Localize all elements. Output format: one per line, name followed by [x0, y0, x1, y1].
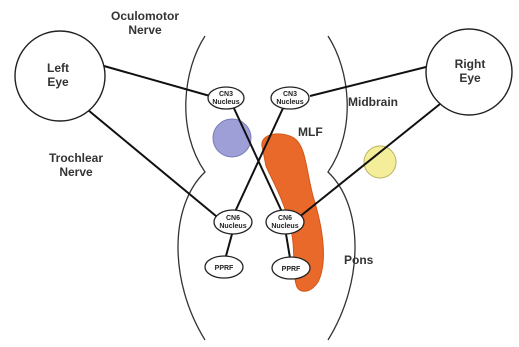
cn3-left-label-line1: CN3: [219, 91, 233, 98]
line-cn3-right-to-cn6-left: [233, 105, 285, 215]
brainstem-outline-right: [327, 35, 356, 341]
left-eye-label-line1: Left: [47, 61, 69, 75]
cn6-left-label-line2: Nucleus: [219, 223, 246, 230]
cn6-right-label-line1: CN6: [278, 215, 292, 222]
trochlear-nerve-label-line2: Nerve: [59, 165, 93, 179]
midbrain-label: Midbrain: [348, 95, 398, 109]
trochlear-nerve-label-line1: Trochlear: [49, 151, 103, 165]
cn3-right-label-line2: Nucleus: [276, 99, 303, 106]
right-eye-label-line1: Right: [455, 57, 486, 71]
cn6-left-label-line1: CN6: [226, 215, 240, 222]
brainstem-outline-left: [177, 35, 206, 341]
cn6-right-label-line2: Nucleus: [271, 223, 298, 230]
blue-lesion-marker: [212, 118, 252, 158]
pprf-right: [271, 256, 311, 280]
cn3-nucleus-right: [270, 86, 310, 110]
line-cn6-right-to-pprf-right: [285, 233, 291, 259]
oculomotor-nerve-label-line2: Nerve: [128, 23, 162, 37]
cn3-right-label-line1: CN3: [283, 91, 297, 98]
line-right-eye-to-cn6-right: [297, 103, 441, 219]
left-eye-label-line2: Eye: [47, 75, 69, 89]
pprf-right-label: PPRF: [282, 266, 301, 273]
right-eye-label-line2: Eye: [459, 71, 481, 85]
line-right-eye-to-cn3-right: [309, 65, 431, 97]
line-cn6-left-to-pprf-left: [225, 233, 233, 257]
line-left-eye-to-cn6-left: [87, 109, 217, 217]
pprf-left: [204, 255, 244, 279]
cn3-nucleus-left: [207, 86, 245, 110]
cn6-nucleus-left: [213, 209, 253, 235]
line-left-eye-to-cn3-left: [103, 65, 211, 97]
oculomotor-nerve-label-line1: Oculomotor: [111, 9, 179, 23]
cn6-nucleus-right: [265, 209, 305, 235]
left-eye-circle: [14, 30, 106, 122]
cn3-left-label-line2: Nucleus: [212, 99, 239, 106]
pons-label: Pons: [344, 253, 374, 267]
mlf-label: MLF: [298, 125, 323, 139]
right-eye-circle: [425, 28, 513, 116]
pprf-left-label: PPRF: [215, 265, 234, 272]
yellow-lesion-marker: [363, 145, 397, 179]
line-cn3-left-to-cn6-right: [231, 103, 283, 213]
